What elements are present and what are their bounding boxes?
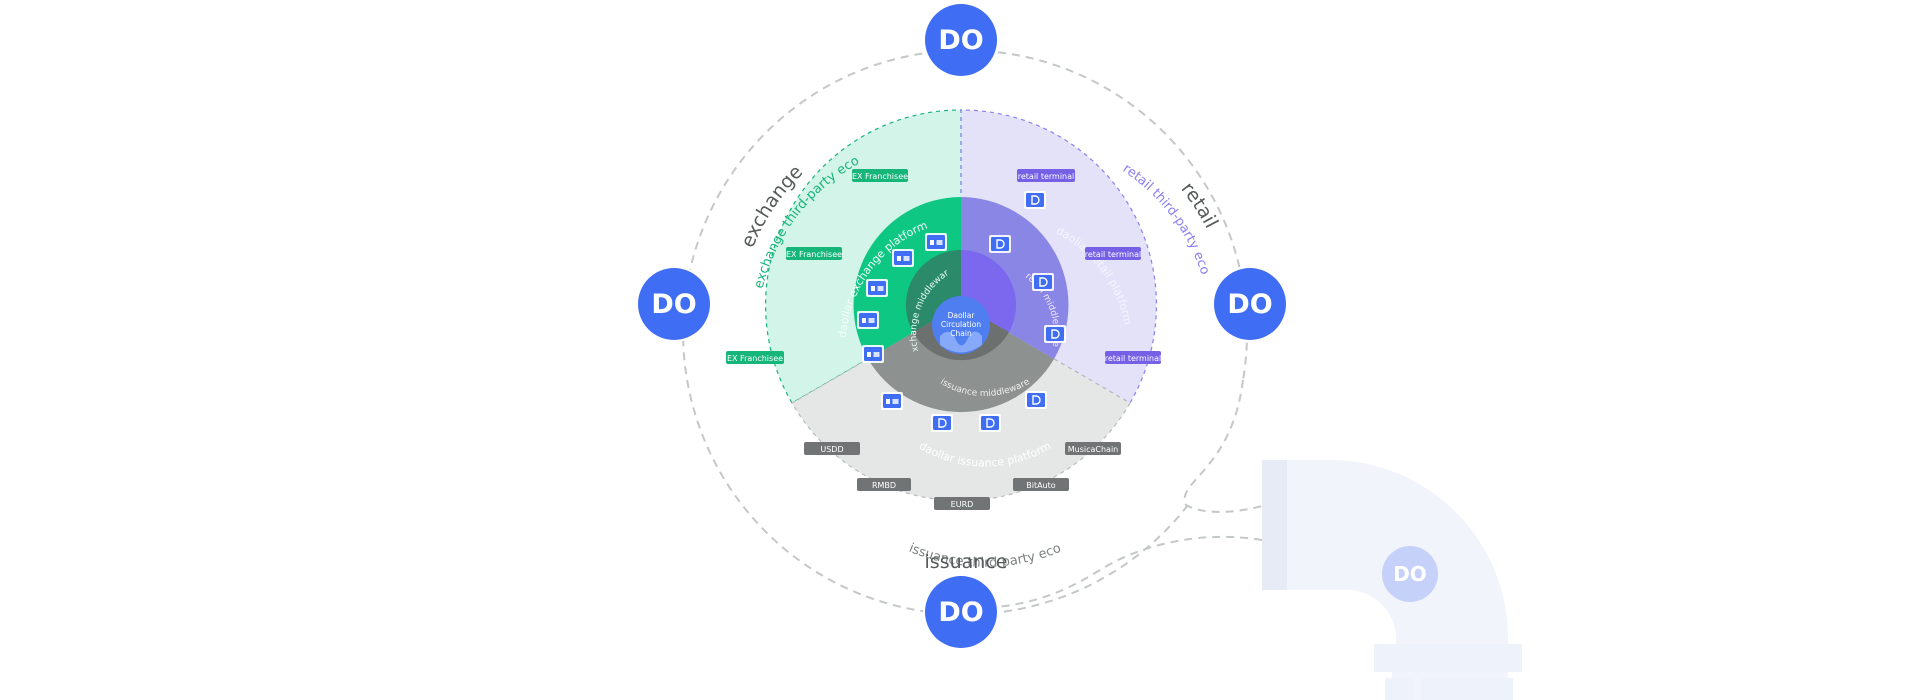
issuance-badge-label: BitAuto [1026,481,1056,490]
exchange-badge-label: EX Franchisee [727,354,783,363]
platform-icon-layer [857,191,1066,432]
badge-layer: EX Franchisee EX Franchisee EX Franchisee r… [726,169,1161,510]
daollar-icon [989,235,1011,253]
issuance-badge: MusicaChain [1065,442,1121,455]
bit-icon [857,311,879,329]
do-node: DO [923,574,999,650]
issuance-badge-label: RMBD [872,481,896,490]
do-icon [925,576,997,648]
issuance-badge-label: EURD [951,500,974,509]
pipe-do-label: DO [1393,562,1427,586]
pipe-illustration: DO [1262,460,1522,700]
issuance-badge: RMBD [857,478,911,491]
exchange-badge: EX Franchisee [726,351,784,364]
do-node-layer: DO DO DO DO [636,2,1288,650]
do-node: DO [636,266,712,342]
hub-line-3: Chain [950,329,972,338]
do-icon [1214,268,1286,340]
outer-orbit [682,49,1248,616]
do-node-label: DO [938,597,983,628]
retail-badge: retail terminal [1105,351,1161,364]
do-node-label: DO [651,289,696,320]
do-node: DO [923,2,999,78]
do-icon [925,4,997,76]
daollar-icon [1044,325,1066,343]
retail-badge-label: retail terminal [1105,354,1161,363]
retail-badge-label: retail terminal [1085,250,1141,259]
bit-icon [881,392,903,410]
issuance-badge: EURD [934,497,990,510]
daollar-icon [1024,191,1046,209]
bit-icon [925,233,947,251]
issuance-title: issuance [925,551,1008,573]
do-node-label: DO [938,25,983,56]
issuance-badge: BitAuto [1013,478,1069,491]
outer-orbit-tail [1183,379,1263,513]
exchange-badge: EX Franchisee [852,169,908,182]
issuance-badge: USDD [804,442,860,455]
do-node: DO [1212,266,1288,342]
bit-icon [862,345,884,363]
hub-line-1: Daollar [948,311,976,320]
daollar-icon [931,414,953,432]
daollar-icon [1032,273,1054,291]
pipe-connector [959,535,1263,610]
retail-badge: retail terminal [1017,169,1075,182]
issuance-badge-label: USDD [820,445,843,454]
issuance-badge-label: MusicaChain [1068,445,1119,454]
do-icon [638,268,710,340]
retail-badge: retail terminal [1085,247,1141,260]
exchange-badge: EX Franchisee [786,247,842,260]
exchange-badge-label: EX Franchisee [852,172,908,181]
pipe-do-icon [1382,546,1438,602]
do-node-label: DO [1227,289,1272,320]
bit-icon [866,279,888,297]
bit-icon [892,249,914,267]
hub-line-2: Circulation [941,320,981,329]
exchange-badge-label: EX Franchisee [786,250,842,259]
daollar-icon [979,414,1001,432]
daollar-icon [1025,391,1047,409]
retail-badge-label: retail terminal [1018,172,1074,181]
circulation-chain-hub: Daollar Circulation Chain [932,296,990,354]
